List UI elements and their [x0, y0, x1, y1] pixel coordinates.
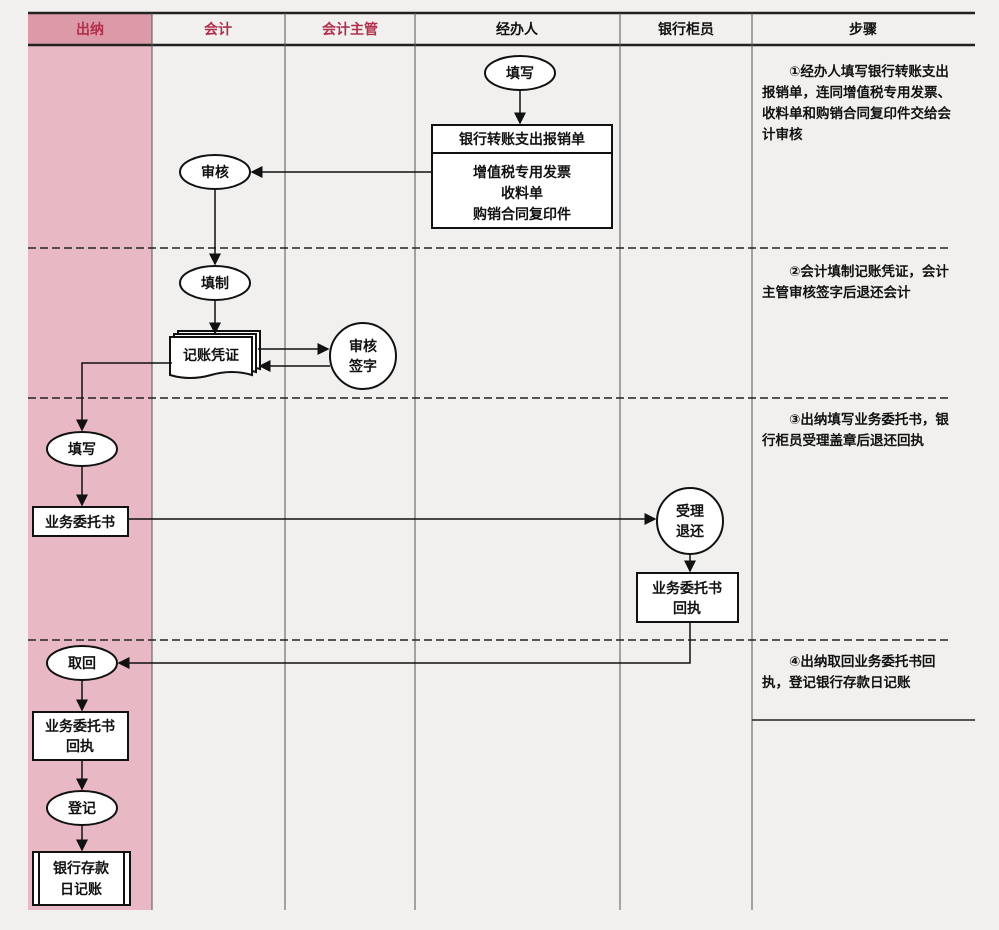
receipt-cashier-label-1: 业务委托书: [45, 718, 115, 735]
cashier-register-label: 登记: [67, 800, 96, 817]
teller-accept-label-2: 退还: [676, 523, 705, 540]
teller-accept-label-1: 受理: [676, 503, 704, 520]
step-4-text: ④出纳取回业务委托书回执，登记银行存款日记账: [762, 654, 936, 691]
entrust-letter-label: 业务委托书: [45, 514, 115, 531]
attachments-box: [431, 152, 613, 229]
header-handler: 经办人: [496, 21, 539, 38]
attachment-vat-invoice: 增值税专用发票: [473, 164, 571, 181]
teller-accept-node: [656, 487, 724, 555]
chief-sign-node: [329, 322, 397, 390]
cashier-retrieve-label: 取回: [68, 656, 96, 672]
header-chief-accountant: 会计主管: [322, 21, 378, 38]
cashier-fill-label: 填写: [68, 441, 96, 458]
expense-form-box: [431, 124, 613, 154]
receipt-teller-label-1: 业务委托书: [652, 580, 722, 597]
bank-journal-box: [32, 851, 131, 906]
flow-arrows: [76, 90, 696, 852]
bank-journal-label-2: 日记账: [60, 882, 102, 898]
header-steps: 步骤: [849, 21, 877, 38]
attachment-contract-copy: 购销合同复印件: [473, 206, 571, 223]
receipt-cashier-label-2: 回执: [66, 738, 94, 755]
header-cashier: 出纳: [76, 21, 104, 38]
step-3-text: ③出纳填写业务委托书，银行柜员受理盖章后退还回执: [762, 412, 949, 449]
chief-sign-label-1: 审核: [349, 338, 377, 355]
accountant-prepare-label: 填制: [201, 275, 229, 292]
attachment-receiving-slip: 收料单: [501, 185, 543, 202]
entrust-letter-box: [32, 506, 129, 537]
receipt-teller-label-2: 回执: [673, 600, 701, 617]
receipt-teller-box: [636, 572, 739, 623]
header-accountant: 会计: [204, 21, 232, 38]
voucher-label: 记账凭证: [183, 347, 239, 364]
phase-dividers: [28, 247, 950, 641]
chief-sign-label-2: 签字: [348, 358, 377, 375]
handler-fill-label: 填写: [506, 65, 534, 82]
step-1-text: ①经办人填写银行转账支出报销单，连同增值税专用发票、收料单和购销合同复印件交给会…: [762, 64, 951, 143]
voucher-document-stack: [169, 330, 261, 379]
header-bank-teller: 银行柜员: [658, 21, 714, 38]
receipt-cashier-box: [32, 711, 129, 761]
expense-form-label: 银行转账支出报销单: [459, 131, 585, 148]
bank-journal-label-1: 银行存款: [53, 860, 110, 877]
accountant-review-label: 审核: [201, 164, 229, 181]
step-2-text: ②会计填制记账凭证，会计主管审核签字后退还会计: [762, 264, 949, 301]
